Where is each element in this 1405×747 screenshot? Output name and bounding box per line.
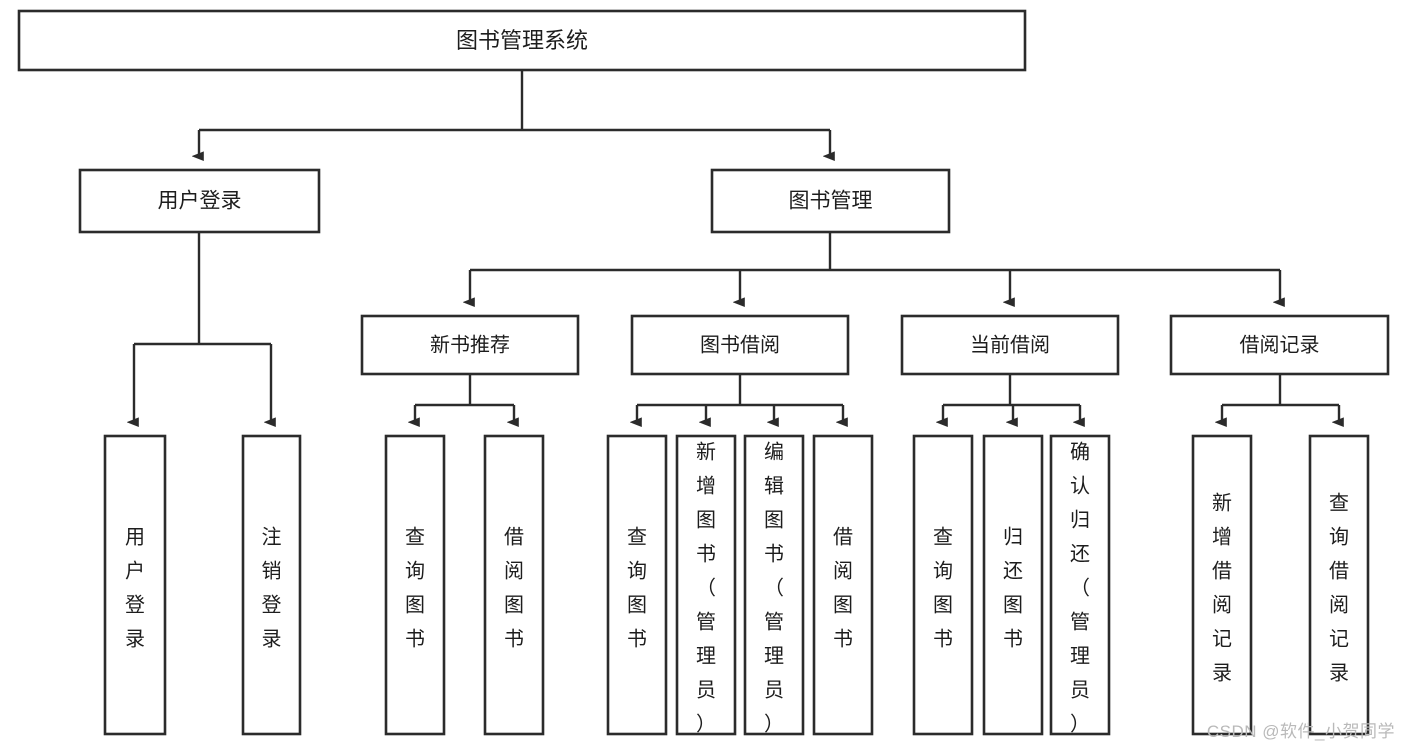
node-borrow-record[interactable]: 借阅记录 [1169, 314, 1390, 376]
node-book-borrow-label: 图书借阅 [700, 333, 780, 356]
leaf-user-login-label: 用户登录 [125, 527, 145, 651]
node-new-book-recommend[interactable]: 新书推荐 [360, 314, 580, 376]
leaf-user-login[interactable]: 用户登录 [103, 434, 167, 736]
leaf-borrow-book-rec[interactable]: 借阅图书 [483, 434, 545, 736]
leaf-query-book-bor[interactable]: 查询图书 [606, 434, 668, 736]
leaf-edit-book-label: 编辑图书（管理员） [764, 441, 784, 736]
leaf-add-borrow-rec-box [1191, 434, 1253, 736]
node-borrow-record-label: 借阅记录 [1240, 333, 1320, 356]
leaf-borrow-book-bor-box [812, 434, 874, 736]
node-new-book-recommend-label: 新书推荐 [430, 333, 510, 356]
leaf-add-book-label: 新增图书（管理员） [696, 441, 716, 736]
leaf-confirm-return[interactable]: 确认归还（管理员） [1049, 434, 1111, 736]
node-current-borrow[interactable]: 当前借阅 [900, 314, 1120, 376]
node-book-manage-label: 图书管理 [789, 190, 873, 213]
leaf-query-book-cur-label: 查询图书 [933, 526, 953, 651]
leaf-query-book-bor-box [606, 434, 668, 736]
leaf-borrow-book-rec-label: 借阅图书 [504, 526, 524, 651]
leaf-borrow-book-rec-box [483, 434, 545, 736]
leaf-return-book-box [982, 434, 1044, 736]
leaf-borrow-book-bor-label: 借阅图书 [833, 526, 853, 651]
leaf-user-login-box [103, 434, 167, 736]
leaf-confirm-return-box [1049, 434, 1111, 736]
node-layer: 图书管理系统 用户登录 图书管理 新书推荐 图书借阅 [17, 9, 1390, 736]
leaf-query-borrow-rec-box [1308, 434, 1370, 736]
node-book-manage[interactable]: 图书管理 [710, 168, 951, 234]
leaf-logout-label: 注销登录 [262, 526, 282, 651]
leaf-query-book-cur-box [912, 434, 974, 736]
leaf-add-borrow-rec-label: 新增借阅记录 [1212, 492, 1232, 685]
leaf-edit-book-box [743, 434, 805, 736]
leaf-return-book-label: 归还图书 [1003, 526, 1023, 651]
leaf-query-book-rec[interactable]: 查询图书 [384, 434, 446, 736]
leaf-edit-book[interactable]: 编辑图书（管理员） [743, 434, 805, 736]
node-root[interactable]: 图书管理系统 [17, 9, 1027, 72]
node-current-borrow-label: 当前借阅 [970, 333, 1050, 356]
leaf-query-borrow-rec[interactable]: 查询借阅记录 [1308, 434, 1370, 736]
leaf-query-borrow-rec-label: 查询借阅记录 [1329, 492, 1349, 685]
leaf-logout-box [241, 434, 302, 736]
leaf-layer: 用户登录 注销登录 查询图书 借阅图书 查询图书 新增图书（管理员） 编辑图书（管理员） 借阅… [103, 434, 1370, 736]
node-user-login-label: 用户登录 [158, 190, 242, 213]
node-root-label: 图书管理系统 [456, 28, 588, 53]
edge-layer [134, 70, 1339, 422]
leaf-return-book[interactable]: 归还图书 [982, 434, 1044, 736]
leaf-confirm-return-label: 确认归还（管理员） [1070, 441, 1090, 736]
leaf-add-book-box [675, 434, 737, 736]
leaf-query-book-cur[interactable]: 查询图书 [912, 434, 974, 736]
leaf-query-book-rec-box [384, 434, 446, 736]
node-user-login[interactable]: 用户登录 [78, 168, 321, 234]
node-book-borrow[interactable]: 图书借阅 [630, 314, 850, 376]
leaf-add-book[interactable]: 新增图书（管理员） [675, 434, 737, 736]
leaf-query-book-rec-label: 查询图书 [405, 526, 425, 651]
leaf-borrow-book-bor[interactable]: 借阅图书 [812, 434, 874, 736]
leaf-logout[interactable]: 注销登录 [241, 434, 302, 736]
leaf-query-book-bor-label: 查询图书 [627, 526, 647, 651]
leaf-add-borrow-rec[interactable]: 新增借阅记录 [1191, 434, 1253, 736]
